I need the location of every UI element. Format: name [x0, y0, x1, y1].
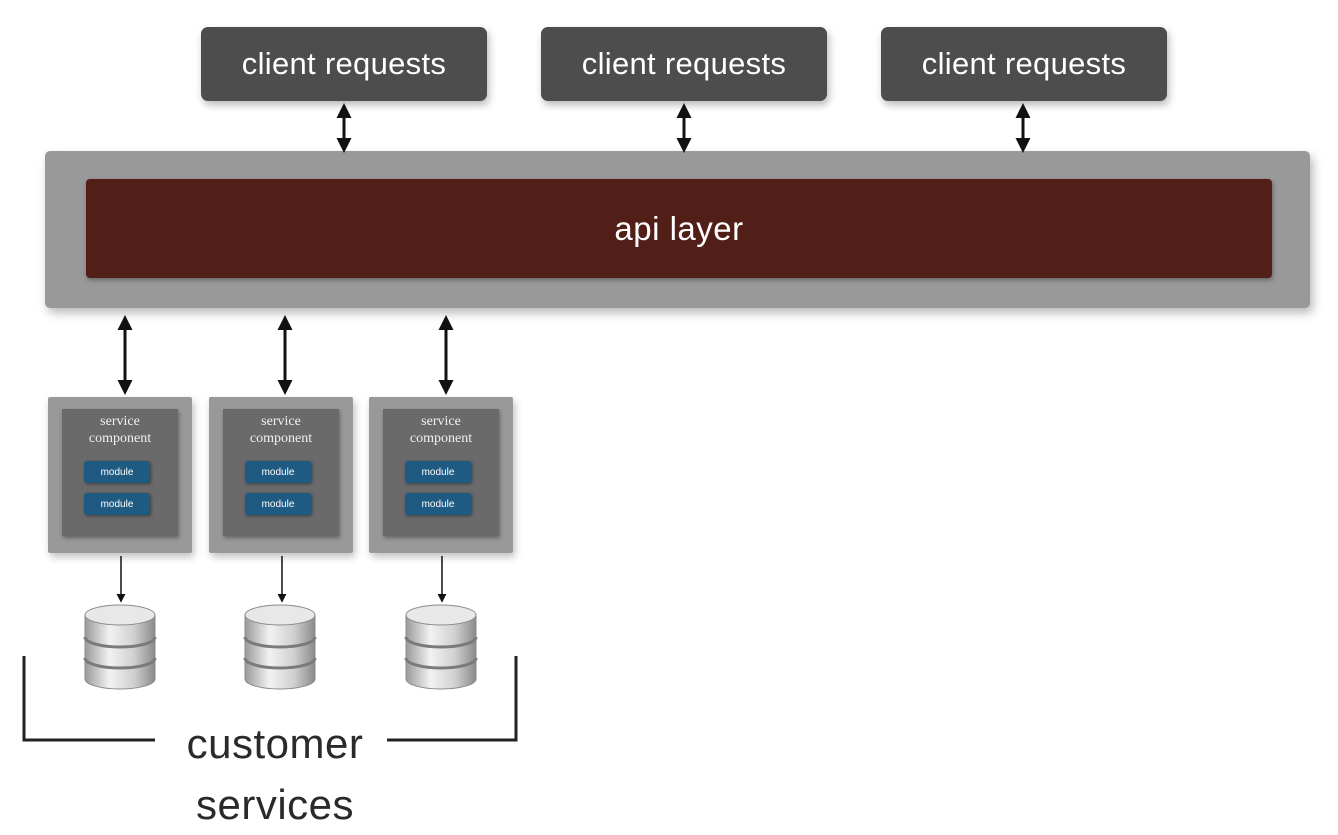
client-requests-label: client requests: [581, 46, 787, 81]
client-requests-label: client requests: [921, 46, 1127, 81]
api-layer: api layer: [86, 179, 1272, 278]
module-box: module: [405, 493, 471, 515]
service-component-3: service component module module: [369, 397, 513, 553]
database-icon: [243, 604, 317, 690]
service-component-title: service component: [88, 414, 152, 446]
module-box: module: [84, 493, 150, 515]
caption-line-1: customer: [186, 720, 364, 767]
customer-services-label: customer services: [150, 713, 400, 835]
client-requests-box-1: client requests: [201, 27, 487, 101]
module-box: module: [245, 461, 311, 483]
client-requests-label: client requests: [241, 46, 447, 81]
module-box: module: [245, 493, 311, 515]
service-component-2: service component module module: [209, 397, 353, 553]
caption-line-2: services: [195, 781, 355, 828]
service-component-body: service component module module: [223, 409, 339, 536]
module-box: module: [84, 461, 150, 483]
service-component-title: service component: [249, 414, 313, 446]
module-box: module: [405, 461, 471, 483]
customer-services-bracket: [22, 656, 155, 742]
client-requests-box-2: client requests: [541, 27, 827, 101]
service-component-body: service component module module: [62, 409, 178, 536]
client-requests-box-3: client requests: [881, 27, 1167, 101]
service-component-body: service component module module: [383, 409, 499, 536]
service-component-1: service component module module: [48, 397, 192, 553]
database-icon: [83, 604, 157, 690]
api-layer-label: api layer: [614, 209, 744, 247]
api-layer-frame: api layer: [45, 151, 1310, 308]
service-component-title: service component: [409, 414, 473, 446]
customer-services-bracket: [387, 656, 518, 742]
database-icon: [404, 604, 478, 690]
